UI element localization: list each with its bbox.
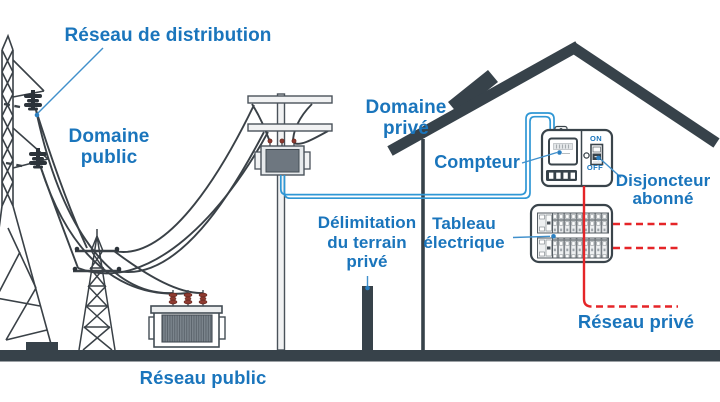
- meter-terminals: [546, 170, 577, 181]
- insulator-icon: [24, 90, 47, 169]
- roof-left: [387, 41, 581, 156]
- ground-bar: [0, 350, 720, 362]
- pointer-dots: [34, 112, 601, 291]
- service-cable: [279, 112, 555, 200]
- breaker-row: [537, 237, 609, 259]
- power-lines: [35, 98, 329, 295]
- label-on: ON: [589, 134, 603, 143]
- boundary-post-icon: [362, 286, 373, 351]
- pylon-base: [26, 342, 58, 351]
- ground-transformer-icon: [148, 290, 226, 348]
- label-domaine-public: Domaine public: [68, 126, 150, 168]
- electrical-panel-icon: [529, 203, 614, 264]
- label-reseau-public: Réseau public: [139, 367, 267, 388]
- private-wiring: [582, 186, 678, 308]
- label-tableau-electrique: Tableau électrique: [423, 214, 505, 252]
- label-pointers: [37, 47, 622, 286]
- label-reseau-distribution: Réseau de distribution: [64, 25, 272, 46]
- distribution-tower-icon: [73, 229, 121, 351]
- label-compteur: Compteur: [434, 152, 520, 172]
- label-delimitation: Délimitation du terrain privé: [317, 213, 417, 272]
- utility-pole-icon: [247, 93, 333, 351]
- chimney-icon: [448, 70, 498, 114]
- meter-display: [548, 137, 578, 166]
- label-domaine-prive: Domaine privé: [365, 97, 447, 139]
- pole-transformer-icon: [254, 138, 311, 176]
- roof-right: [568, 41, 720, 148]
- transmission-tower-icon: [0, 33, 52, 345]
- house-icon: [387, 41, 720, 351]
- label-reseau-prive: Réseau privé: [577, 311, 695, 332]
- label-disjoncteur-abonne: Disjoncteur abonné: [615, 171, 711, 209]
- crossarm-insulator-dots: [72, 246, 122, 272]
- meter-box-icon: [540, 125, 614, 188]
- broken-wire-dashes: [3, 102, 23, 168]
- breaker-row: [537, 212, 609, 234]
- label-off: OFF: [586, 163, 604, 172]
